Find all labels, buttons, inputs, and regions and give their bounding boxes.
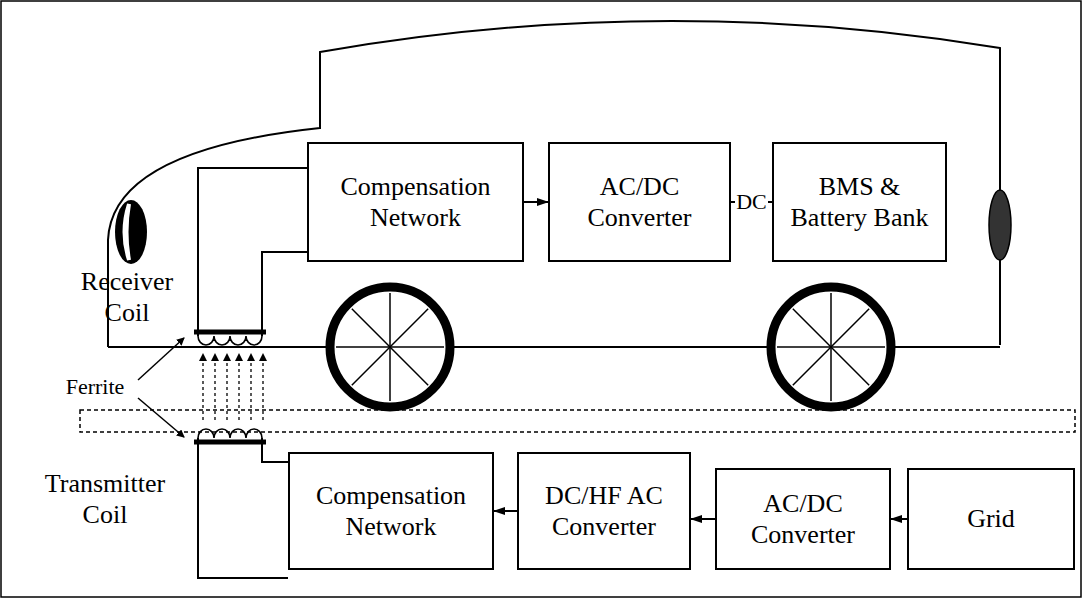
box-text: Grid [959,499,1023,538]
connector-arrow [891,518,907,520]
tail-light [989,190,1011,260]
flux-arrow [202,354,203,420]
process-box: Compensation Network [288,452,494,570]
process-box: DC/HF AC Converter [517,452,691,570]
edge-label: DC [735,191,768,213]
leader-line [138,338,184,380]
wire [262,252,307,336]
vehicle-floor [108,346,1000,348]
part-label: Receiver Coil [62,266,192,328]
flux-arrow [250,354,251,420]
box-text: BMS & Battery Bank [774,167,945,237]
box-text: AC/DC Converter [550,167,729,237]
box-text: Compensation Network [290,476,492,546]
process-box: BMS & Battery Bank [772,142,947,262]
flux-arrow [214,354,215,420]
box-text: DC/HF AC Converter [519,476,689,546]
road [80,410,1075,432]
part-label: Transmitter Coil [20,468,190,530]
box-text: AC/DC Converter [717,484,889,554]
part-label: Ferrite [52,374,138,400]
process-box: Grid [907,468,1075,570]
wire [262,438,288,462]
transmitter-ferrite [194,440,266,445]
flux-arrow [262,354,263,420]
wheel-spoke [352,309,428,385]
wheel [330,287,450,407]
process-box: Compensation Network [307,142,524,262]
flux-arrow [238,354,239,420]
wheel [771,287,891,407]
box-text: Compensation Network [309,167,522,237]
coil-windings [198,336,262,438]
wire [198,168,307,336]
flux-arrow [226,354,227,420]
receiver-ferrite [194,330,266,335]
connector-arrow [494,510,517,512]
transmitter-winding [198,429,262,438]
headlight-glint [125,204,130,260]
process-box: AC/DC Converter [715,468,891,570]
connector-arrow [691,518,715,520]
receiver-winding [198,336,262,345]
magnetic-flux [203,354,263,420]
process-box: AC/DC Converter [548,142,731,262]
wire [198,438,288,578]
connector-arrow [524,201,548,203]
wheel-spoke [793,309,869,385]
leader-line [138,398,184,437]
headlight [115,200,147,264]
wheels [330,287,891,407]
